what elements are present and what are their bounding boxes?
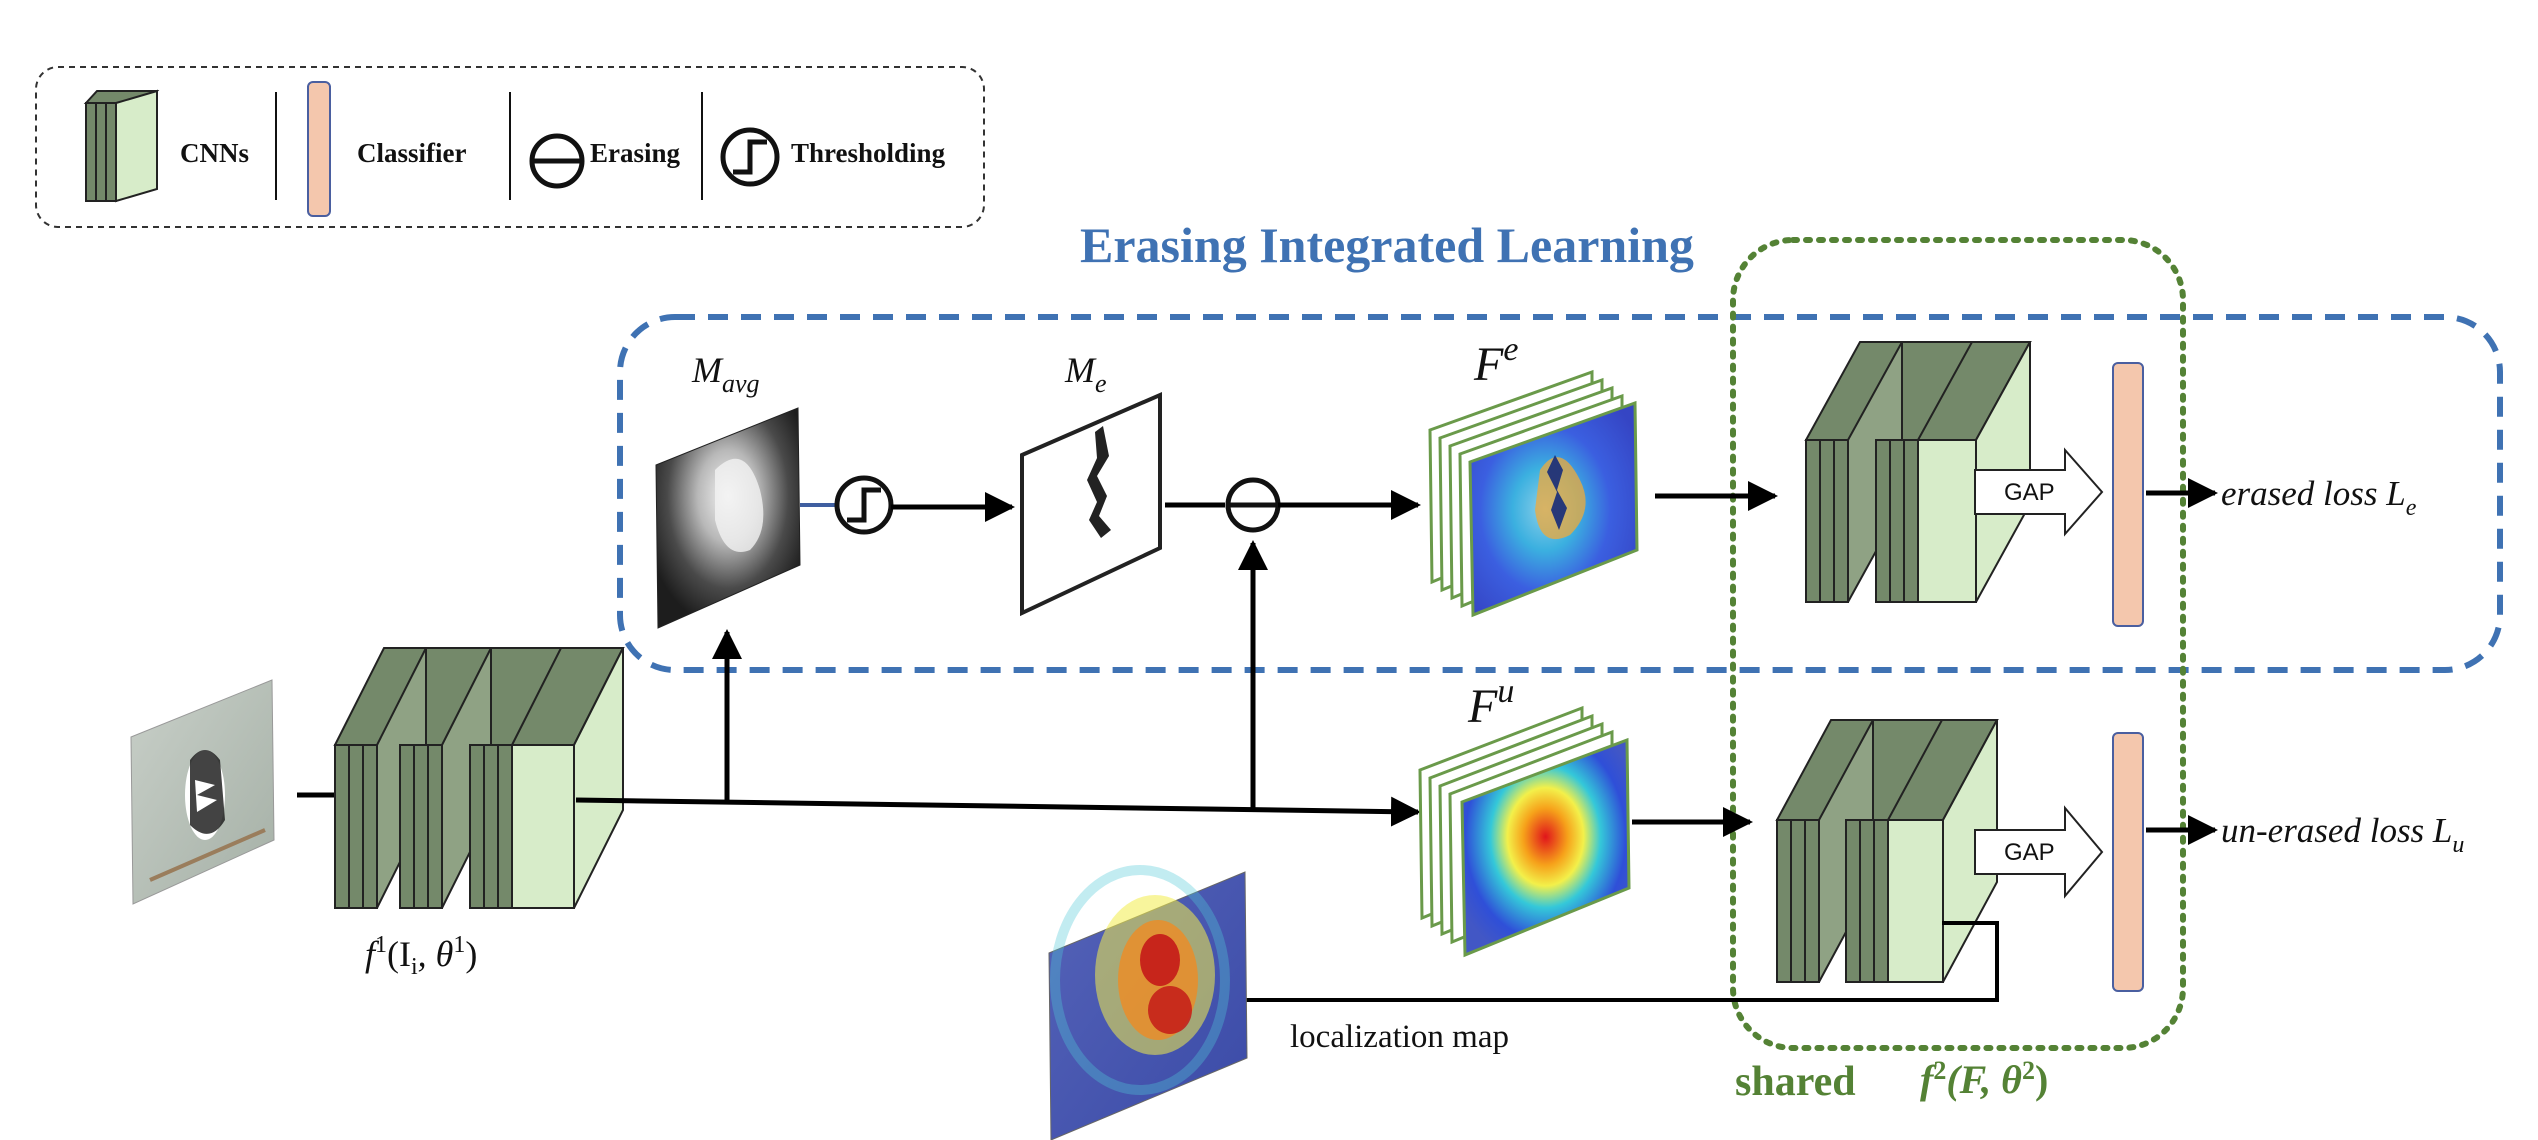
- classifier-bottom: [2112, 732, 2144, 992]
- cnn-legend-icon: [83, 89, 160, 203]
- f-e-label: Fe: [1473, 331, 1518, 391]
- erased-loss-label: erased loss Le: [2221, 474, 2417, 521]
- m-e-mask: [1020, 391, 1162, 617]
- gap-bottom-arrow: GAP: [1974, 805, 2104, 899]
- threshold-node-icon: [834, 475, 894, 535]
- legend: CNNs Classifier Erasing Thresholding: [35, 66, 985, 228]
- gap-top-arrow: GAP: [1974, 447, 2104, 537]
- f1-label: f1(Ii, θ1): [365, 932, 477, 980]
- m-avg-map: [655, 407, 801, 629]
- legend-classifier-label: Classifier: [357, 138, 466, 168]
- gap-bottom-label: GAP: [2004, 839, 2055, 866]
- erasing-node-icon: [1225, 477, 1281, 533]
- localization-map-label: localization map: [1290, 1019, 1509, 1055]
- shared-cnn-top: [1804, 341, 2032, 603]
- m-e-label: Me: [1064, 350, 1107, 398]
- f2-label: f2(F, θ2): [1920, 1056, 2048, 1102]
- legend-erasing-label: Erasing: [590, 138, 681, 168]
- shared-label: shared: [1735, 1059, 1856, 1105]
- localization-map-image: [1048, 865, 1248, 1140]
- input-bird-image: [130, 679, 275, 905]
- minus-circle-icon: [529, 133, 585, 189]
- legend-cnns-label: CNNs: [180, 138, 249, 168]
- erasing-region: [617, 314, 2503, 673]
- shared-region: [1730, 237, 2186, 1051]
- gap-top-label: GAP: [2004, 479, 2055, 506]
- step-circle-icon: [720, 127, 780, 187]
- backbone-cnn-stack: [333, 647, 625, 909]
- legend-thresholding-label: Thresholding: [791, 138, 946, 168]
- unerased-loss-label: un-erased loss Lu: [2221, 811, 2464, 858]
- f-e-feature-stack: [1428, 369, 1639, 618]
- f-u-label: Fu: [1467, 673, 1514, 733]
- shared-cnn-bottom: [1775, 719, 1999, 983]
- legend-box: [35, 66, 985, 228]
- eil-title: Erasing Integrated Learning: [1080, 217, 1694, 273]
- f-u-feature-stack: [1418, 705, 1631, 958]
- m-avg-label: Mavg: [691, 350, 760, 398]
- classifier-legend-icon: [307, 81, 331, 217]
- classifier-top: [2112, 362, 2144, 627]
